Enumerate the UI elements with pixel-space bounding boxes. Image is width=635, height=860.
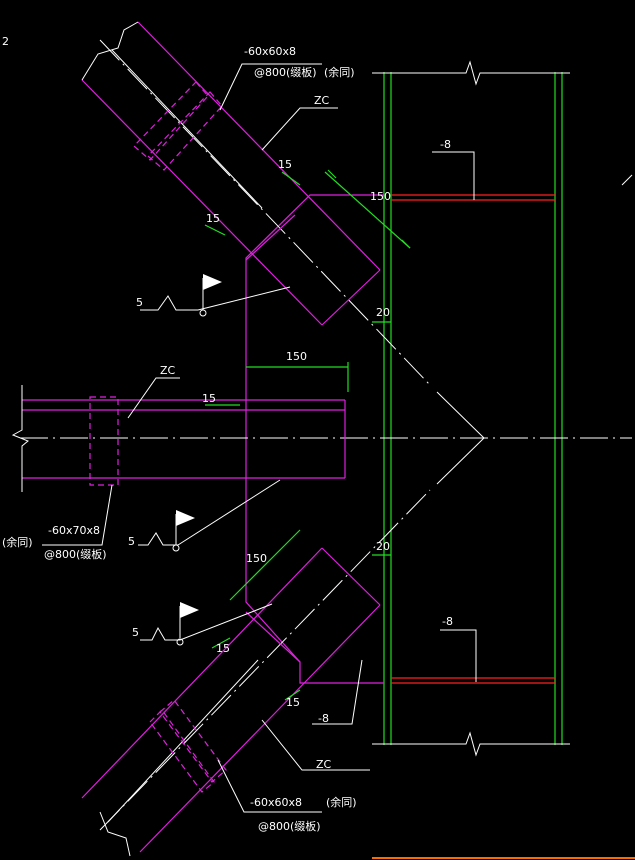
dim-20-bot: 20 <box>376 540 390 553</box>
dim-150-mid: 150 <box>286 350 307 363</box>
dim-15-bot-b: 15 <box>286 696 300 709</box>
zc-bottom-label: ZC <box>316 758 332 771</box>
stiffener-bottom-label: -8 <box>442 615 453 628</box>
middle-brace <box>11 385 346 492</box>
dim-15-top-b: 15 <box>206 212 220 225</box>
drawing-text: 2 -60x60x8 (余同) @800(缀板) ZC 15 150 -8 15… <box>2 35 453 833</box>
center-lines <box>20 39 632 831</box>
weld-size-top: 5 <box>136 296 143 309</box>
annotation-lines <box>42 63 477 813</box>
upper-brace <box>81 21 381 326</box>
mid-plate-spec: -60x70x8 <box>48 524 100 537</box>
dim-150-bot: 150 <box>246 552 267 565</box>
zc-mid-label: ZC <box>160 364 176 377</box>
dim-15-mid: 15 <box>202 392 216 405</box>
weld-size-bot: 5 <box>132 626 139 639</box>
lower-brace <box>81 547 381 857</box>
bottom-plate-note: (余同) <box>326 795 357 809</box>
dim-15-bot-a: 15 <box>216 642 230 655</box>
column <box>372 60 633 757</box>
corner-mark: 2 <box>2 35 9 48</box>
stiffener-top-label: -8 <box>440 138 451 151</box>
top-plate-spec: -60x60x8 <box>244 45 296 58</box>
dimension-lines <box>204 169 411 701</box>
dim-20-top: 20 <box>376 306 390 319</box>
bottom-plate-spec: -60x60x8 <box>250 796 302 809</box>
stiffener-bottom <box>391 677 555 684</box>
gusset-plate <box>245 194 384 684</box>
mid-plate-spacing: @800(缀板) <box>44 547 107 561</box>
dim-150-top: 150 <box>370 190 391 203</box>
weld-size-mid: 5 <box>128 535 135 548</box>
bottom-plate-spacing: @800(缀板) <box>258 819 321 833</box>
zc-top-label: ZC <box>314 94 330 107</box>
gusset-thickness-label: -8 <box>318 712 329 725</box>
mid-plate-note: (余同) <box>2 535 33 549</box>
dim-15-top-a: 15 <box>278 158 292 171</box>
top-plate-note: (余同) <box>324 65 355 79</box>
stiffener-top <box>391 194 555 201</box>
top-plate-spacing: @800(缀板) <box>254 65 317 79</box>
